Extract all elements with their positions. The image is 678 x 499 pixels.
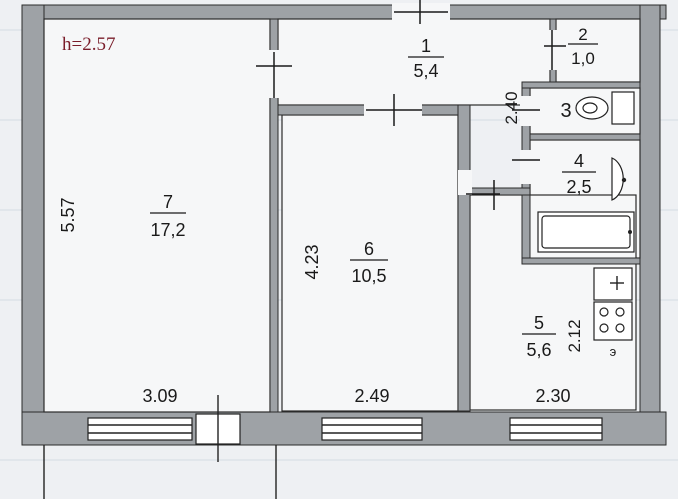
room-5-number: 5 xyxy=(534,313,544,333)
stove-electric-mark: э xyxy=(610,344,617,359)
room-6-depth-dimension: 4.23 xyxy=(302,244,322,279)
room-2-floor xyxy=(555,18,641,83)
toilet-icon xyxy=(575,91,635,125)
room-1-area: 5,4 xyxy=(413,61,438,81)
kitchen-sink-icon xyxy=(593,267,633,301)
room-3-number: 3 xyxy=(560,100,571,122)
windows xyxy=(43,395,603,499)
room-5-area: 5,6 xyxy=(526,340,551,360)
room-7-number: 7 xyxy=(163,192,173,212)
bathtub-icon xyxy=(537,211,635,253)
room-1-number: 1 xyxy=(421,36,431,56)
stove-icon xyxy=(593,301,633,341)
room-6-width-dimension: 2.49 xyxy=(354,386,389,406)
kitchen-width-dimension: 2.30 xyxy=(535,386,570,406)
room-7-depth-dimension: 5.57 xyxy=(58,197,78,232)
room-7-floor xyxy=(43,18,271,413)
room-4-number: 4 xyxy=(574,151,584,171)
room-7-width-dimension: 3.09 xyxy=(142,386,177,406)
sink-icon xyxy=(611,157,627,201)
room-2-area: 1,0 xyxy=(571,49,595,68)
bath-depth-dimension: 2.40 xyxy=(502,91,521,124)
area-fraction-lines xyxy=(150,43,598,335)
door-ticks xyxy=(256,0,566,210)
ceiling-height-label: h=2.57 xyxy=(62,34,115,55)
room-6-area: 10,5 xyxy=(351,266,386,286)
room-2-number: 2 xyxy=(578,25,587,44)
room-floors xyxy=(43,18,641,413)
room-6-number: 6 xyxy=(364,239,374,259)
room-7-area: 17,2 xyxy=(150,220,185,240)
kitchen-depth-dimension: 2.12 xyxy=(565,319,584,352)
room-4-area: 2,5 xyxy=(566,177,591,197)
